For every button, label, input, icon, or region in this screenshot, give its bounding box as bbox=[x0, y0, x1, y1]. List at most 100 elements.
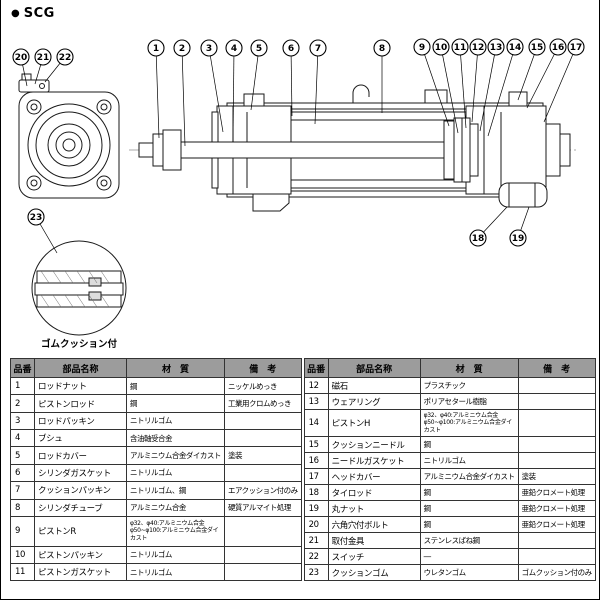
part-no-cell: 22 bbox=[303, 548, 329, 566]
part-material-cell: ポリアセタール樹脂 bbox=[419, 393, 519, 410]
part-name-cell: ピストンロッド bbox=[34, 394, 127, 413]
part-note-cell: ニッケルめっき bbox=[224, 376, 302, 396]
part-material-cell: ニトリルゴム、鋼 bbox=[126, 481, 225, 500]
part-material-cell: 鋼 bbox=[126, 376, 225, 396]
callout-balloon-22: 22 bbox=[56, 48, 74, 66]
svg-text:5: 5 bbox=[256, 44, 262, 54]
svg-text:22: 22 bbox=[59, 53, 72, 63]
part-name-cell: ピストンH bbox=[327, 408, 421, 438]
parts-table-header-row: 品番 部品名称 材 質 備 考 bbox=[10, 358, 302, 378]
part-material-cell: ウレタンゴム bbox=[419, 564, 519, 582]
header-material: 材 質 bbox=[126, 358, 225, 378]
part-note-cell: ゴムクッション付のみ bbox=[517, 564, 596, 582]
part-material-cell: 鋼 bbox=[419, 500, 519, 518]
part-no-cell: 14 bbox=[303, 408, 329, 438]
callout-leader-line bbox=[471, 46, 479, 123]
part-name-cell: ブシュ bbox=[34, 429, 127, 448]
part-no-cell: 3 bbox=[10, 411, 35, 431]
part-no-cell: 10 bbox=[10, 545, 35, 564]
svg-text:17: 17 bbox=[570, 43, 583, 53]
bullet-icon: ● bbox=[11, 7, 20, 19]
part-no-cell: 6 bbox=[10, 463, 35, 483]
part-material-cell: φ32、φ40:アルミニウム合金 φ50~φ100:アルミニウム合金ダイカスト bbox=[126, 515, 225, 547]
part-material-cell: アルミニウム合金ダイカスト bbox=[126, 446, 225, 465]
callout-balloon-7: 7 bbox=[309, 39, 327, 57]
callout-leader-line bbox=[250, 47, 260, 111]
part-note-cell bbox=[224, 411, 302, 431]
svg-text:23: 23 bbox=[30, 213, 43, 223]
part-note-cell: 亜鉛クロメート処理 bbox=[517, 484, 596, 502]
part-name-cell: シリンダガスケット bbox=[34, 463, 127, 483]
part-note-cell bbox=[517, 436, 596, 454]
svg-text:6: 6 bbox=[288, 44, 294, 54]
part-material-cell: ― bbox=[419, 548, 519, 566]
part-name-cell: ウェアリング bbox=[327, 393, 421, 410]
part-no-cell: 7 bbox=[10, 481, 35, 500]
svg-text:15: 15 bbox=[531, 43, 544, 53]
part-name-cell: ロッドナット bbox=[34, 376, 127, 396]
part-note-cell: 亜鉛クロメート処理 bbox=[517, 500, 596, 518]
part-no-cell: 11 bbox=[10, 562, 35, 582]
part-material-cell: ニトリルゴム bbox=[126, 545, 225, 564]
svg-text:4: 4 bbox=[231, 44, 237, 54]
callout-leader-line bbox=[232, 47, 235, 143]
part-material-cell: φ32、φ40:アルミニウム合金 φ50~φ100:アルミニウム合金ダイカスト bbox=[419, 408, 519, 438]
callout-balloon-10: 10 bbox=[432, 38, 450, 56]
callout-balloon-14: 14 bbox=[506, 38, 524, 56]
callout-balloon-23: 23 bbox=[27, 208, 45, 226]
callout-balloon-9: 9 bbox=[413, 38, 431, 56]
callout-balloon-8: 8 bbox=[373, 39, 391, 57]
header-part-name: 部品名称 bbox=[327, 358, 421, 378]
part-material-cell: ステンレスばね鋼 bbox=[419, 532, 519, 550]
callout-balloon-6: 6 bbox=[282, 39, 300, 57]
callout-leader-line bbox=[155, 47, 160, 139]
svg-text:7: 7 bbox=[315, 44, 321, 54]
cushion-detail-label: ゴムクッション付 bbox=[41, 338, 118, 350]
part-name-cell: クッションパッキン bbox=[34, 481, 127, 500]
callout-balloon-11: 11 bbox=[451, 38, 469, 56]
svg-text:9: 9 bbox=[419, 43, 425, 53]
part-name-cell: ロッドカバー bbox=[34, 446, 127, 465]
header-note: 備 考 bbox=[517, 358, 596, 378]
part-no-cell: 16 bbox=[303, 452, 329, 470]
part-note-cell: エアクッション付のみ bbox=[224, 481, 302, 500]
svg-text:3: 3 bbox=[206, 44, 212, 54]
part-no-cell: 13 bbox=[303, 393, 329, 410]
svg-text:21: 21 bbox=[37, 53, 50, 63]
svg-text:14: 14 bbox=[509, 43, 522, 53]
part-no-cell: 23 bbox=[303, 564, 329, 582]
part-note-cell bbox=[224, 429, 302, 448]
part-no-cell: 21 bbox=[303, 532, 329, 550]
svg-text:18: 18 bbox=[472, 234, 485, 244]
callout-balloon-16: 16 bbox=[549, 38, 567, 56]
parts-table-header-row: 品番 部品名称 材 質 備 考 bbox=[303, 358, 596, 378]
part-no-cell: 8 bbox=[10, 498, 35, 517]
part-no-cell: 19 bbox=[303, 500, 329, 518]
callout-leader-line bbox=[440, 46, 459, 134]
part-name-cell: クッションニードル bbox=[327, 436, 421, 454]
part-name-cell: タイロッド bbox=[327, 484, 421, 502]
part-note-cell: 塗装 bbox=[224, 446, 302, 465]
header-part-name: 部品名称 bbox=[34, 358, 127, 378]
callout-leader-line bbox=[314, 47, 319, 125]
part-note-cell bbox=[224, 562, 302, 582]
callout-balloon-2: 2 bbox=[173, 39, 191, 57]
part-note-cell bbox=[224, 515, 302, 547]
part-name-cell: ロッドパッキン bbox=[34, 411, 127, 431]
part-no-cell: 12 bbox=[303, 377, 329, 394]
part-note-cell bbox=[517, 377, 596, 394]
callout-balloon-21: 21 bbox=[34, 48, 52, 66]
